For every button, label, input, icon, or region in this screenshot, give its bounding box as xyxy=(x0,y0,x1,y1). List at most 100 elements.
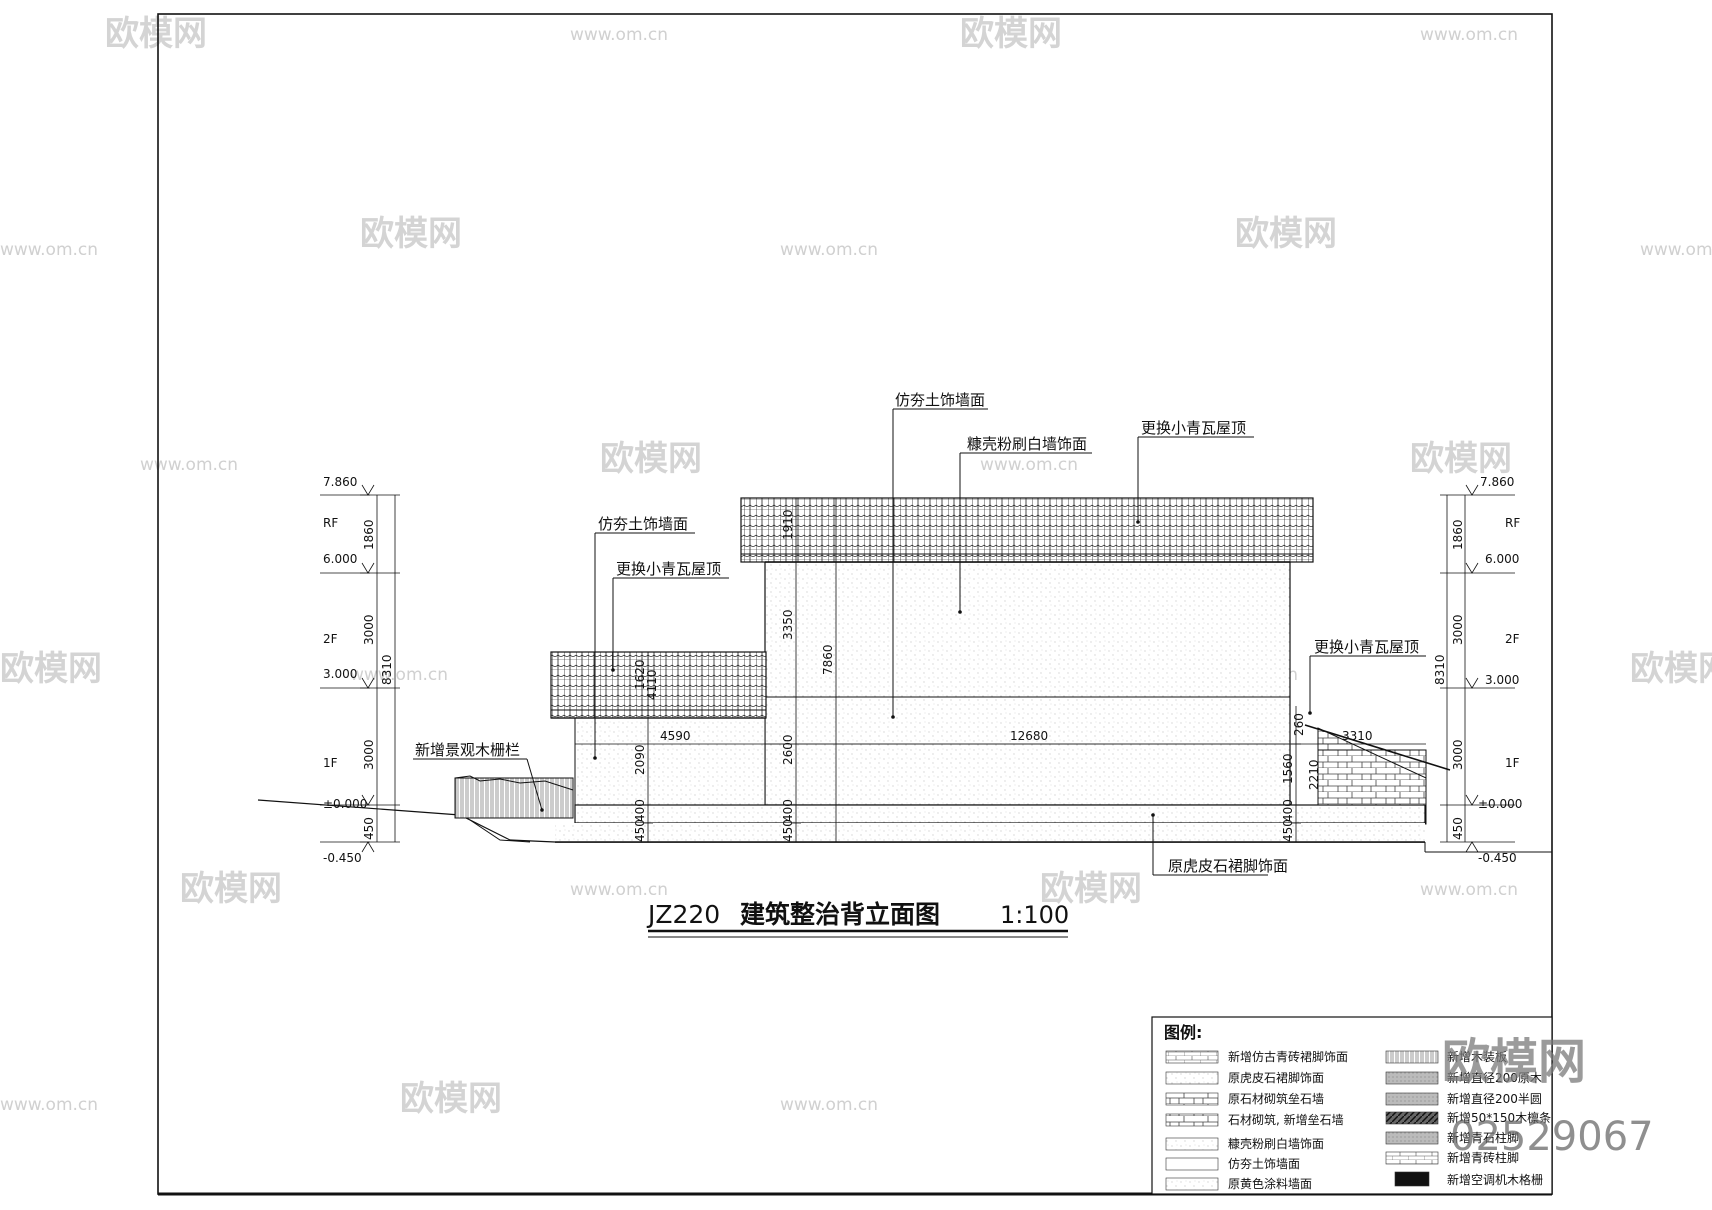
watermark-brand: 欧模网 xyxy=(1040,869,1142,909)
dim-main-3350: 3350 xyxy=(781,609,795,640)
dim-right-rf: 1860 xyxy=(1451,519,1465,550)
watermark-url: www.om.cn xyxy=(350,665,448,685)
watermark-brand: 欧模网 xyxy=(0,649,102,689)
watermark-url: www.om.cn xyxy=(980,455,1078,475)
dim-left-rf: 1860 xyxy=(362,519,376,550)
level-6000-right: 6.000 xyxy=(1485,552,1519,566)
watermark-brand: 欧模网 xyxy=(1410,439,1512,479)
legend: 图例: 新增仿古青砖裙脚饰面 原虎皮石裙脚饰面 原石材砌筑垒石墙 石材砌筑, 新… xyxy=(1151,1016,1553,1195)
legend-title: 图例: xyxy=(1164,1023,1202,1042)
main-building xyxy=(740,497,1314,806)
watermark-url: www.om.cn xyxy=(0,1095,98,1115)
callout-roof-right: 更换小青瓦屋顶 xyxy=(1314,638,1419,656)
annex-building xyxy=(550,651,767,806)
level-1f-right: 1F xyxy=(1505,756,1520,770)
dim-right-1560: 1560 xyxy=(1281,753,1295,784)
main-roof xyxy=(740,497,1314,563)
dim-right-1f: 3000 xyxy=(1451,739,1465,770)
legend-right-item: 新增木装板 xyxy=(1447,1049,1507,1064)
callout-rammed-earth-top: 仿夯土饰墙面 xyxy=(895,391,985,409)
legend-left-item: 原黄色涂料墙面 xyxy=(1228,1176,1312,1191)
level-top-right: 7.860 xyxy=(1480,475,1514,489)
legend-right-item: 新增青砖柱脚 xyxy=(1447,1150,1519,1165)
dim-annex-400: 400 xyxy=(633,799,647,822)
annex-wall xyxy=(574,717,766,806)
dim-right-2210: 2210 xyxy=(1307,759,1321,790)
watermark-url: www.om.cn xyxy=(1420,25,1518,45)
watermark-brand: 欧模网 xyxy=(105,14,207,54)
watermark-brand: 欧模网 xyxy=(360,214,462,254)
watermark-brand: 欧模网 xyxy=(1235,214,1337,254)
callout-lime-wall: 糠壳粉刷白墙饰面 xyxy=(967,435,1087,453)
watermark-brand: 欧模网 xyxy=(400,1079,502,1119)
title-text: 建筑整治背立面图 xyxy=(740,900,940,929)
watermark-brand: 欧模网 xyxy=(1630,649,1712,689)
dim-main-400: 400 xyxy=(781,799,795,822)
legend-right-item: 新增50*150木檩条 xyxy=(1447,1110,1551,1125)
dim-annex-4110: 4110 xyxy=(645,669,659,700)
legend-left-item: 新增仿古青砖裙脚饰面 xyxy=(1228,1049,1348,1064)
corner-watermark: 欧模网 02529067 xyxy=(1442,1034,1654,1160)
wood-fence xyxy=(454,777,574,819)
level-2f-right: 2F xyxy=(1505,632,1520,646)
watermark-url: www.om.cn xyxy=(1640,240,1712,260)
legend-right-item: 新增直径200半圆 xyxy=(1447,1091,1542,1106)
dim-right-260: 260 xyxy=(1292,713,1306,736)
legend-right-swatches xyxy=(1385,1050,1439,1187)
level-minus: -0.450 xyxy=(323,851,362,865)
drawing-title: JZ220 建筑整治背立面图 1:100 xyxy=(646,900,1069,938)
level-minus-right: -0.450 xyxy=(1478,851,1517,865)
watermark-url: www.om.cn xyxy=(140,455,238,475)
dim-right-total: 8310 xyxy=(1433,654,1447,685)
dim-right-450: 450 xyxy=(1281,819,1295,842)
legend-left-item: 仿夯土饰墙面 xyxy=(1228,1157,1300,1171)
legend-right-item: 新增空调机木格栅 xyxy=(1447,1172,1543,1187)
title-scale: 1:100 xyxy=(1000,901,1069,929)
dim-main-2600: 2600 xyxy=(781,734,795,765)
watermark-url: www.om.cn xyxy=(780,1095,878,1115)
watermark-brand: 欧模网 xyxy=(180,869,282,909)
dim-annex-1620: 1620 xyxy=(633,659,647,690)
title-code: JZ220 xyxy=(646,900,720,929)
callout-roof-left: 更换小青瓦屋顶 xyxy=(616,560,721,578)
watermark-id: 02529067 xyxy=(1450,1114,1654,1160)
level-1f: 1F xyxy=(323,756,338,770)
watermark-url: www.om.cn xyxy=(0,240,98,260)
watermark-url: www.om.cn xyxy=(570,880,668,900)
legend-right-item: 新增直径200原木 xyxy=(1447,1070,1542,1085)
callout-roof-main: 更换小青瓦屋顶 xyxy=(1141,419,1246,437)
level-rf: RF xyxy=(323,516,338,530)
level-3000: 3.000 xyxy=(323,667,357,681)
legend-left-item: 石材砌筑, 新增垒石墙 xyxy=(1228,1112,1344,1127)
level-zero-right: ±0.000 xyxy=(1478,797,1522,811)
watermark-url: www.om.cn xyxy=(1420,880,1518,900)
level-rf-right: RF xyxy=(1505,516,1520,530)
level-2f: 2F xyxy=(323,632,338,646)
left-level-gauge: 7.860 RF 6.000 2F 3.000 1F ±0.000 -0.450… xyxy=(320,475,400,865)
dim-width-4590: 4590 xyxy=(660,729,691,743)
legend-left-item: 原虎皮石裙脚饰面 xyxy=(1228,1070,1324,1085)
callout-plinth: 原虎皮石裙脚饰面 xyxy=(1168,857,1288,875)
watermark-url: www.om.cn xyxy=(780,240,878,260)
watermark-logo: 欧模网 xyxy=(1442,1034,1586,1090)
dim-left-total: 8310 xyxy=(380,654,394,685)
dim-left-1f: 3000 xyxy=(362,739,376,770)
legend-right-item: 新增青石柱脚 xyxy=(1447,1130,1519,1145)
level-zero: ±0.000 xyxy=(323,797,367,811)
level-top: 7.860 xyxy=(323,475,357,489)
dim-annex-450: 450 xyxy=(633,819,647,842)
dim-right-2f: 3000 xyxy=(1451,614,1465,645)
dim-annex-2090: 2090 xyxy=(633,744,647,775)
dim-left-2f: 3000 xyxy=(362,614,376,645)
ground-and-fence xyxy=(257,775,1552,853)
legend-left-item: 糠壳粉刷白墙饰面 xyxy=(1228,1136,1324,1151)
dim-left-base: 450 xyxy=(362,817,376,840)
dim-main-7860: 7860 xyxy=(821,644,835,675)
callouts: 仿夯土饰墙面 糠壳粉刷白墙饰面 更换小青瓦屋顶 仿夯土饰墙面 更换小青瓦屋顶 更… xyxy=(413,391,1426,876)
legend-left-item: 原石材砌筑垒石墙 xyxy=(1228,1091,1324,1106)
inner-dimensions xyxy=(575,498,1426,842)
main-wall xyxy=(764,561,1291,806)
level-3000-right: 3.000 xyxy=(1485,673,1519,687)
dim-shed-3310: 3310 xyxy=(1342,729,1373,743)
